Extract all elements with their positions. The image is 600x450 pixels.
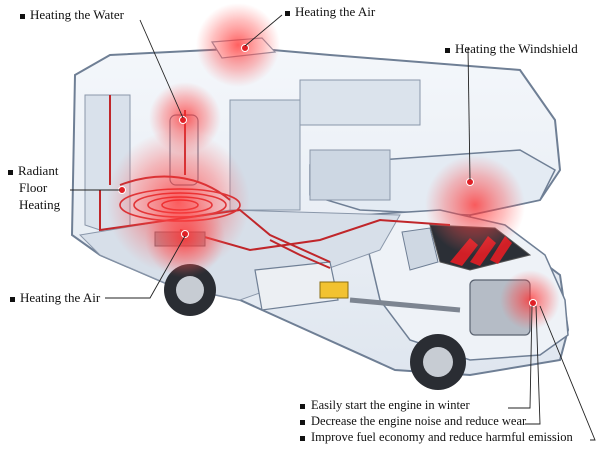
label-heating-air-bottom: Heating the Air — [10, 290, 100, 307]
benefits-list: Easily start the engine in winter Decrea… — [300, 397, 573, 445]
bullet-icon — [285, 11, 290, 16]
glow-air-top — [196, 3, 280, 87]
bullet-icon — [445, 48, 450, 53]
benefit-item: Easily start the engine in winter — [300, 397, 573, 413]
front-wheel — [410, 334, 466, 390]
bullet-icon — [8, 170, 13, 175]
glow-windshield — [425, 155, 525, 255]
bullet-icon — [300, 404, 305, 409]
benefit-item: Improve fuel economy and reduce harmful … — [300, 429, 573, 445]
label-heating-windshield: Heating the Windshield — [445, 41, 578, 58]
bullet-icon — [300, 420, 305, 425]
benefit-item: Decrease the engine noise and reduce wea… — [300, 413, 573, 429]
bullet-icon — [300, 436, 305, 441]
label-heating-line: Heating — [8, 197, 72, 214]
label-heating-air-top: Heating the Air — [285, 4, 375, 21]
label-radiant-floor: Radiant Floor Heating — [8, 163, 72, 214]
bullet-icon — [10, 297, 15, 302]
label-heating-water: Heating the Water — [20, 7, 124, 24]
glow-engine — [500, 270, 560, 330]
label-floor-line: Floor — [8, 180, 72, 197]
bullet-icon — [20, 14, 25, 19]
